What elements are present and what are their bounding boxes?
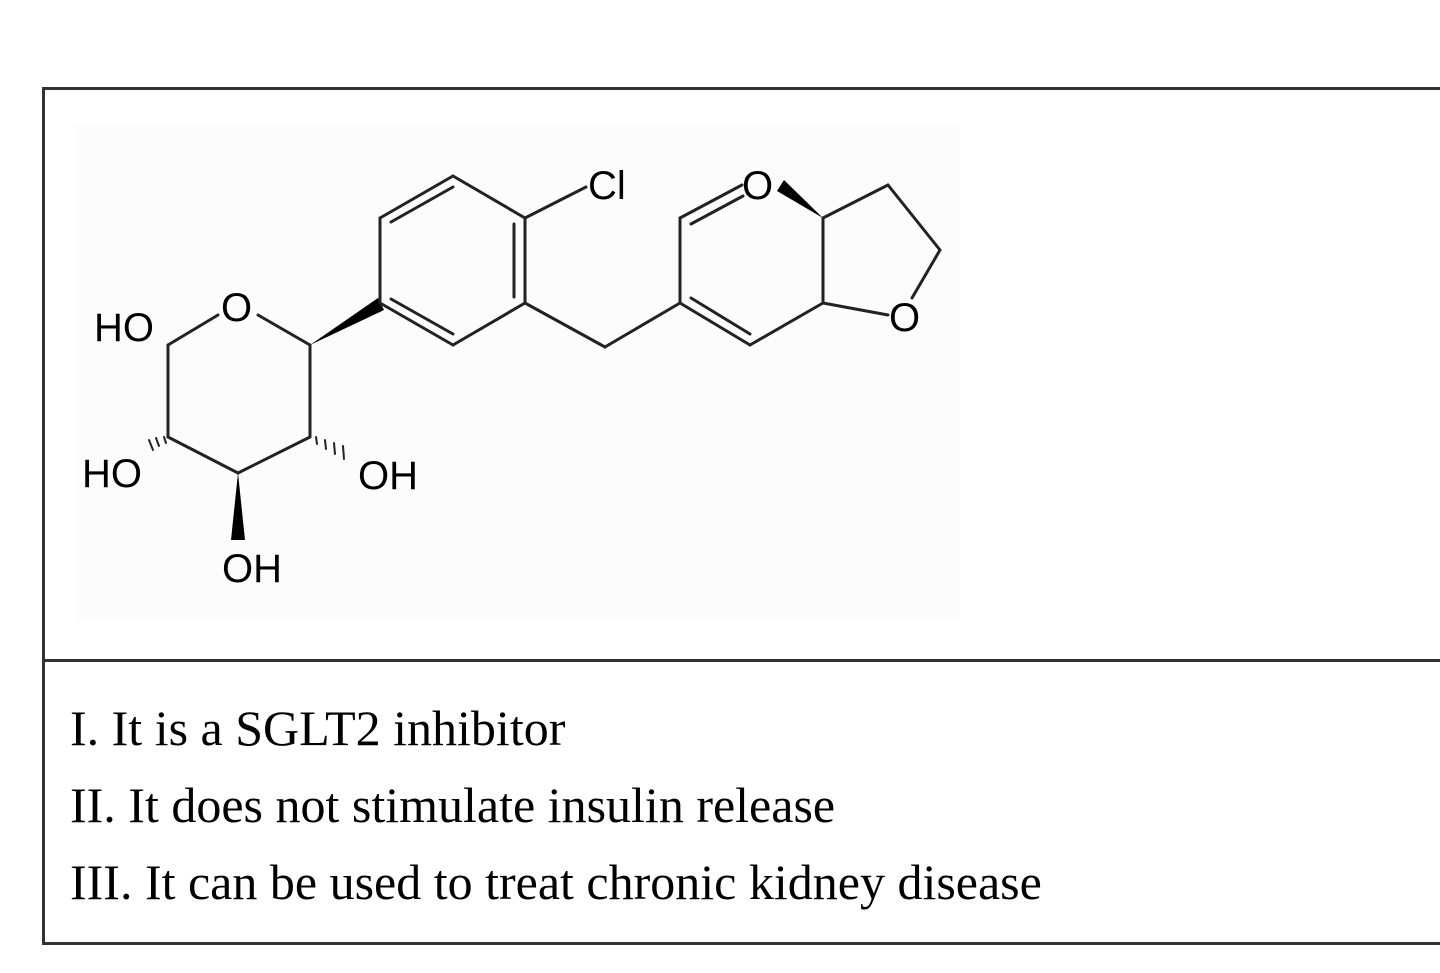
hashed-bond-right: [315, 436, 345, 460]
hashed-bond-left: [148, 436, 167, 451]
methylene-bridge: [523, 301, 682, 349]
furan-ring: [821, 183, 942, 317]
wedge-bond-pyran-o: [777, 180, 823, 218]
pyran-ring: [678, 183, 825, 347]
atom-label-ho-left: HO: [82, 452, 142, 496]
atom-label-o-pyranose: O: [221, 286, 252, 330]
statement-1: I. It is a SGLT2 inhibitor: [70, 700, 566, 756]
atom-label-oh-bottom: OH: [222, 547, 282, 591]
benzene-ring: [378, 174, 527, 347]
atom-label-oh-right: OH: [358, 454, 418, 498]
pyranose-ring: [166, 313, 312, 475]
wedge-bond-aryl: [310, 298, 384, 345]
atom-label-o-furan: O: [889, 296, 920, 340]
question-table-frame: [42, 87, 1440, 945]
chloro-bond: [523, 185, 588, 220]
statement-list: I. It is a SGLT2 inhibitor II. It does n…: [70, 690, 1042, 921]
chemical-structure-panel: HO O HO OH OH Cl O O: [75, 124, 960, 622]
statement-2: II. It does not stimulate insulin releas…: [70, 777, 836, 833]
atom-label-ho-anomeric: HO: [94, 306, 154, 350]
statement-3: III. It can be used to treat chronic kid…: [70, 854, 1042, 910]
table-row-divider: [42, 659, 1440, 662]
atom-label-cl: Cl: [588, 164, 626, 208]
wedge-bond-oh-bottom: [231, 473, 245, 540]
atom-label-o-pyran: O: [742, 164, 773, 208]
